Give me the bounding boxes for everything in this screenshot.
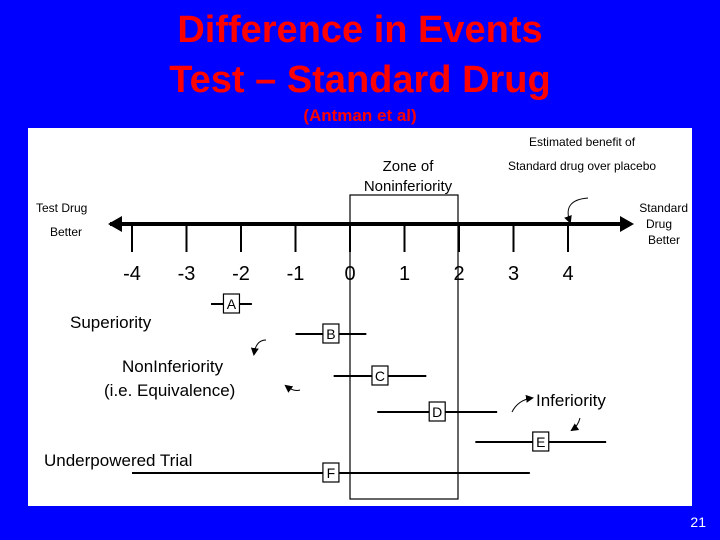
axis-tick-label: 0 [344, 263, 355, 285]
trial-marker-box [371, 365, 389, 386]
noninferiority-label-line2: (i.e. Equivalence) [104, 381, 235, 400]
trial-marker-label: E [536, 434, 545, 450]
trial-marker-label: D [432, 404, 442, 420]
benefit-label-line2: Standard drug over placebo [508, 159, 656, 173]
slide-number: 21 [690, 514, 706, 530]
zone-label-line1: Zone of [383, 158, 435, 175]
noninferiority-arrow-b-icon [284, 384, 301, 393]
axis-left-arrow-icon [108, 216, 122, 232]
axis-left-label-line1: Test Drug [36, 201, 87, 215]
noninferiority-zone-box [349, 194, 459, 500]
axis-tick-label: -1 [287, 263, 305, 285]
noninferiority-arrow-a-icon [250, 339, 267, 356]
axis-tick-label: 4 [562, 263, 573, 285]
inferiority-arrow-b-icon [570, 417, 581, 432]
trial-marker-box [322, 462, 340, 483]
axis-tick-label: -2 [232, 263, 250, 285]
diagram-panel: -4 -3 -2 -1 0 1 2 3 4 Test Drug Better Standard … [28, 128, 692, 506]
trial-marker-box [428, 401, 446, 422]
trial-marker-box [322, 323, 340, 344]
axis-tick-labels: -4 -3 -2 -1 0 1 2 3 4 [123, 263, 573, 285]
benefit-label-line1: Estimated benefit of [529, 135, 636, 149]
slide-subtitle: (Antman et al) [303, 106, 417, 125]
axis-right-label-line2: Drug [646, 217, 672, 231]
zone-label-line2: Noninferiority [364, 178, 453, 195]
trial-intervals: A B C D E F [132, 293, 607, 483]
axis-left-label-line2: Better [50, 225, 82, 239]
axis-right-label-line3: Better [648, 233, 680, 247]
axis-ticks [131, 224, 569, 252]
slide-title-line2: Test – Standard Drug [169, 59, 551, 101]
axis-tick-label: 1 [399, 263, 410, 285]
trial-marker-label: B [326, 326, 335, 342]
inferiority-label: Inferiority [536, 391, 606, 410]
slide-title-line1: Difference in Events [177, 9, 543, 51]
underpowered-label: Underpowered Trial [44, 451, 192, 470]
benefit-arrow-icon [564, 197, 589, 224]
trial-marker-label: F [327, 465, 336, 481]
trial-marker-label: C [375, 368, 385, 384]
axis-tick-label: 2 [453, 263, 464, 285]
axis-tick-label: 3 [508, 263, 519, 285]
axis-tick-label: -4 [123, 263, 141, 285]
noninferiority-label-line1: NonInferiority [122, 357, 224, 376]
superiority-label: Superiority [70, 313, 152, 332]
trial-marker-label: A [227, 296, 237, 312]
axis-right-label-line1: Standard [639, 201, 688, 215]
inferiority-arrow-a-icon [511, 394, 534, 413]
trial-marker-box [222, 293, 241, 314]
trial-marker-box [532, 431, 550, 452]
axis-tick-label: -3 [178, 263, 196, 285]
axis-right-arrow-icon [620, 216, 634, 232]
noninferiority-diagram: -4 -3 -2 -1 0 1 2 3 4 Test Drug Better Standard … [36, 135, 688, 500]
